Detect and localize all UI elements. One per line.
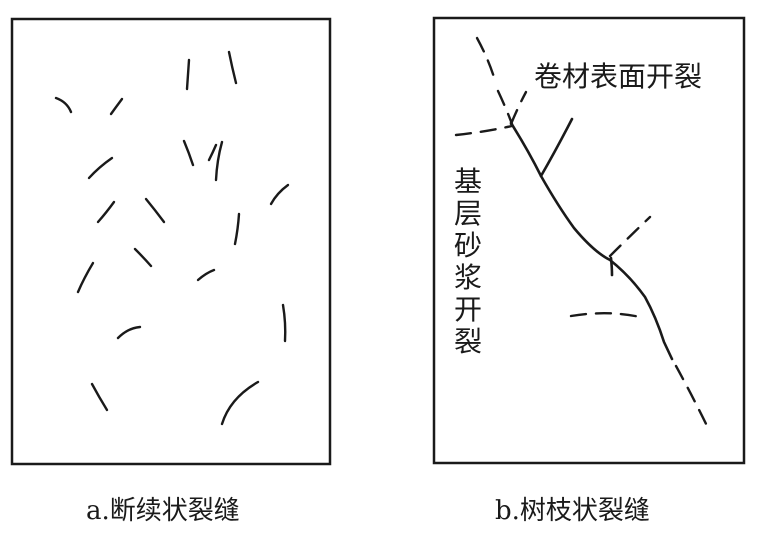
panel-b-frame xyxy=(432,16,746,465)
crack-segment xyxy=(185,58,191,91)
base-crack-label: 基层砂浆开裂 xyxy=(453,165,482,358)
surface-branch xyxy=(539,117,574,178)
crack-segment xyxy=(109,97,124,116)
panel-b-base-cracks xyxy=(454,36,712,434)
crack-segment xyxy=(87,156,114,180)
crack-segment xyxy=(96,200,116,224)
base-crack-dashed xyxy=(674,364,712,434)
base-crack-dashed xyxy=(608,215,652,258)
crack-segment xyxy=(269,183,290,206)
crack-segment xyxy=(116,325,142,340)
crack-segment xyxy=(90,382,109,412)
base-crack-dashed xyxy=(569,312,642,319)
panel-a-cracks xyxy=(54,50,290,426)
crack-segment xyxy=(214,140,224,182)
crack-segment xyxy=(76,261,95,294)
main-crack-trunk xyxy=(509,121,674,361)
surface-crack-label: 卷材表面开裂 xyxy=(534,60,703,93)
crack-segment xyxy=(133,247,153,268)
base-crack-dashed xyxy=(475,36,498,86)
crack-segment xyxy=(144,197,166,224)
crack-segment xyxy=(207,143,218,162)
base-crack-dashed xyxy=(496,89,514,126)
crack-segment xyxy=(54,96,73,114)
panel-b-main-crack xyxy=(509,117,674,361)
crack-segment xyxy=(281,303,287,343)
base-crack-dashed xyxy=(454,124,514,137)
panel-a-frame xyxy=(10,17,332,466)
panel-a-caption: a.断续状裂缝 xyxy=(86,496,240,526)
crack-segment xyxy=(233,212,241,246)
crack-segment xyxy=(196,268,216,282)
crack-segment xyxy=(227,50,238,85)
crack-segment xyxy=(220,380,260,426)
panel-b-caption: b.树枝状裂缝 xyxy=(495,496,650,526)
crack-segment xyxy=(182,139,195,167)
surface-branch xyxy=(609,256,614,277)
base-crack-dashed xyxy=(509,90,528,126)
